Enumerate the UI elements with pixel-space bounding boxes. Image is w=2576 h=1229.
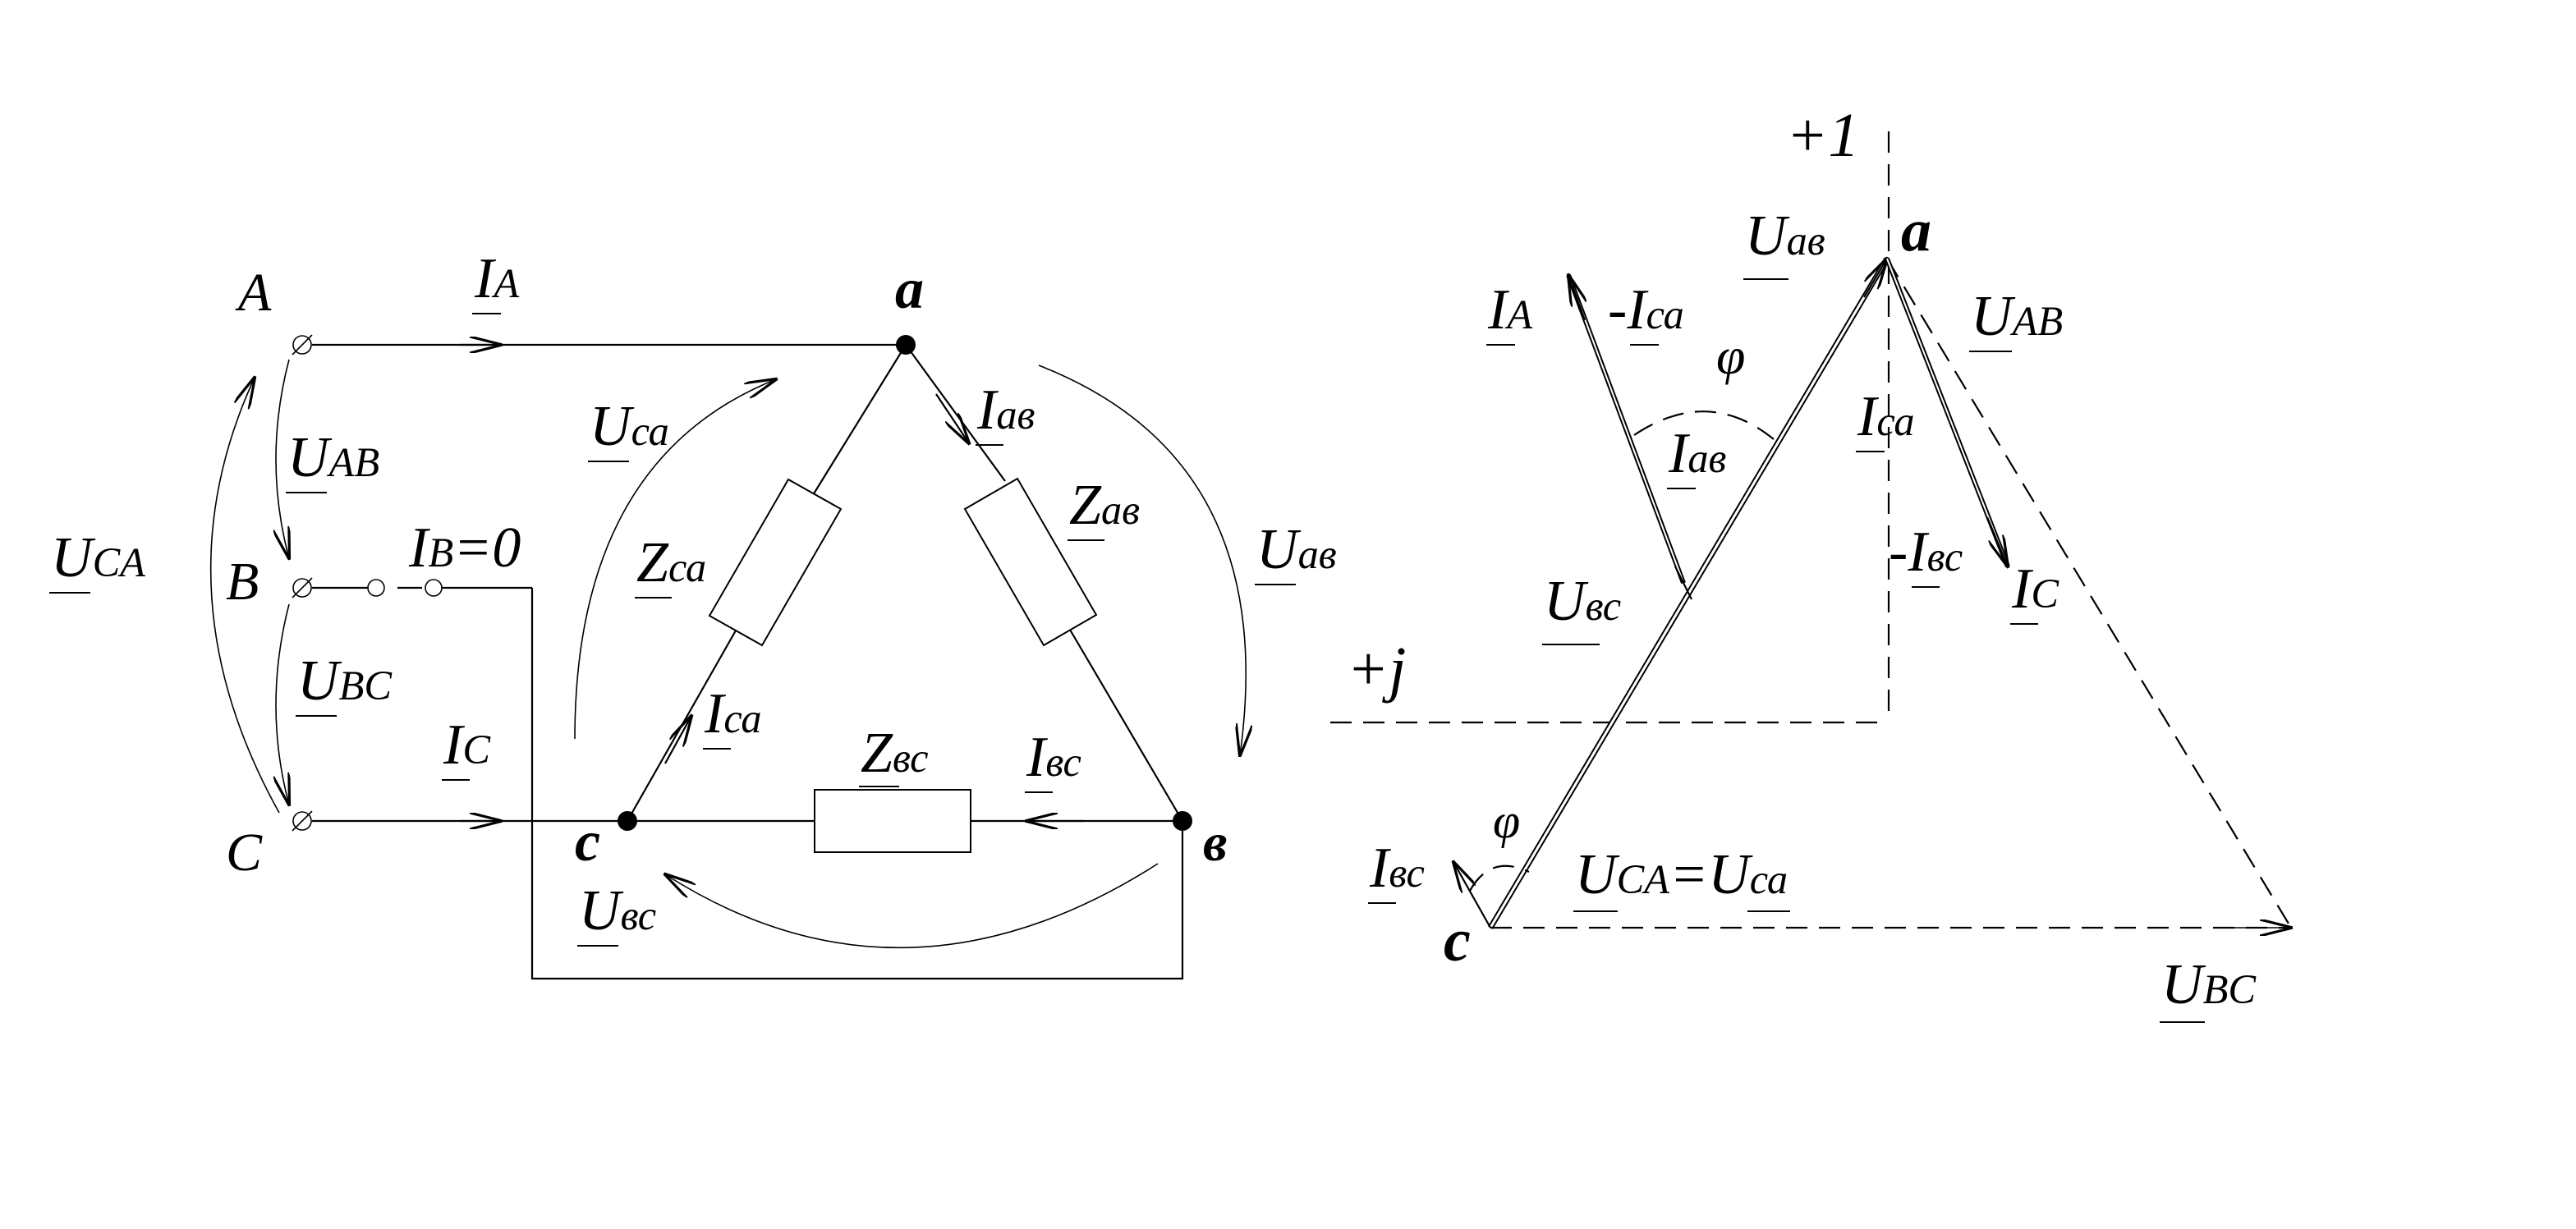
label-IC: IC <box>443 713 491 777</box>
phasor-UAB <box>1886 258 2292 929</box>
label-phi-bottom: φ <box>1493 794 1520 848</box>
branch-ab-bottom <box>1069 629 1183 822</box>
arc-Uab <box>1038 365 1246 755</box>
label-phasor-UAB: UAB <box>1971 285 2063 348</box>
label-Zca: Zса <box>636 531 706 594</box>
label-phasor-Uab: Uав <box>1745 204 1825 268</box>
label-phasor-Ibc: Iвс <box>1369 837 1425 900</box>
phasor-diagram <box>1330 131 2291 928</box>
arrow-Iab <box>935 393 969 443</box>
terminal-A <box>292 334 313 355</box>
label-Zab: Zав <box>1069 474 1140 537</box>
angle-arc-phi-top <box>1633 410 1775 440</box>
arc-UCA <box>209 378 280 814</box>
arrow-Ica <box>664 716 691 764</box>
label-node-a: a <box>895 258 924 321</box>
label-Ibc: Iвс <box>1026 726 1081 789</box>
label-IA: IA <box>474 247 519 310</box>
node-b-dot <box>1173 811 1192 831</box>
terminal-B <box>292 577 313 598</box>
label-UBC: UBC <box>297 649 393 713</box>
label-UAB: UAB <box>287 426 379 489</box>
arc-Ubc <box>665 863 1159 949</box>
label-Uab: Uав <box>1256 518 1337 581</box>
label-phasor-Ica: Iса <box>1857 385 1915 448</box>
impedance-Zca <box>708 478 843 647</box>
label-node-b: в <box>1203 813 1228 873</box>
circuit-labels: A B C a c в IA IB=0 IC UAB UBC UCA Uса I… <box>49 247 1337 947</box>
arrow-IA-tip <box>1568 275 1585 321</box>
impedance-Zab <box>963 477 1098 647</box>
label-Ica: Iса <box>704 682 762 745</box>
label-terminal-B: B <box>226 552 259 612</box>
label-Iab: Iав <box>976 378 1035 442</box>
label-phasor-minus-Ica: -Iса <box>1608 278 1684 342</box>
label-axis-imag: +j <box>1347 635 1406 704</box>
label-phasor-UCA-eq-Uca: UCA=Uса <box>1575 843 1788 906</box>
label-phi-top: φ <box>1716 327 1745 385</box>
terminal-C <box>292 810 313 832</box>
label-phasor-minus-Ibc: -Iвс <box>1889 520 1963 584</box>
label-phasor-Ubc: Uвс <box>1544 570 1621 633</box>
circuit-diagram <box>209 334 1247 980</box>
arc-UBC <box>276 603 289 805</box>
label-axis-real: +1 <box>1786 101 1859 170</box>
branch-ca-top <box>812 344 907 496</box>
label-phasor-node-a: a <box>1901 197 1931 264</box>
label-phasor-IA: IA <box>1487 278 1532 342</box>
angle-arc-phi-bottom <box>1469 864 1530 892</box>
arrow-IC-tip <box>1986 516 2008 566</box>
phasor-Iab-arrow <box>1674 566 1692 600</box>
phasor-minus-Ica-inner <box>1568 274 1684 584</box>
arc-UAB <box>276 359 289 558</box>
label-Ubc: Uвс <box>579 879 656 942</box>
label-IB: IB=0 <box>408 516 521 580</box>
label-UCA: UCA <box>51 526 145 589</box>
phasor-Ica-inner <box>1886 258 2009 567</box>
label-phasor-IC: IC <box>2011 557 2059 621</box>
node-a-dot <box>896 335 916 355</box>
label-Uca: Uса <box>590 395 669 458</box>
label-terminal-A: A <box>235 263 272 323</box>
open-switch-B <box>312 579 1184 980</box>
arrow-Uca-tip <box>1863 259 1887 298</box>
phasor-Ibc <box>1453 862 1491 929</box>
label-node-c: c <box>575 810 600 874</box>
phasor-labels: +1 +j a c φ φ Uав UAB IA -Iса Iав Iса -I… <box>1347 101 2257 1023</box>
label-phasor-node-c: c <box>1444 907 1471 974</box>
impedance-Zbc <box>814 789 971 853</box>
label-phasor-UBC: UBC <box>2161 953 2257 1016</box>
label-terminal-C: C <box>226 823 263 883</box>
node-c-dot <box>618 811 637 831</box>
arc-Uca <box>574 379 776 740</box>
label-phasor-Iab: Iав <box>1668 422 1726 485</box>
label-Zbc: Zвс <box>861 722 929 785</box>
